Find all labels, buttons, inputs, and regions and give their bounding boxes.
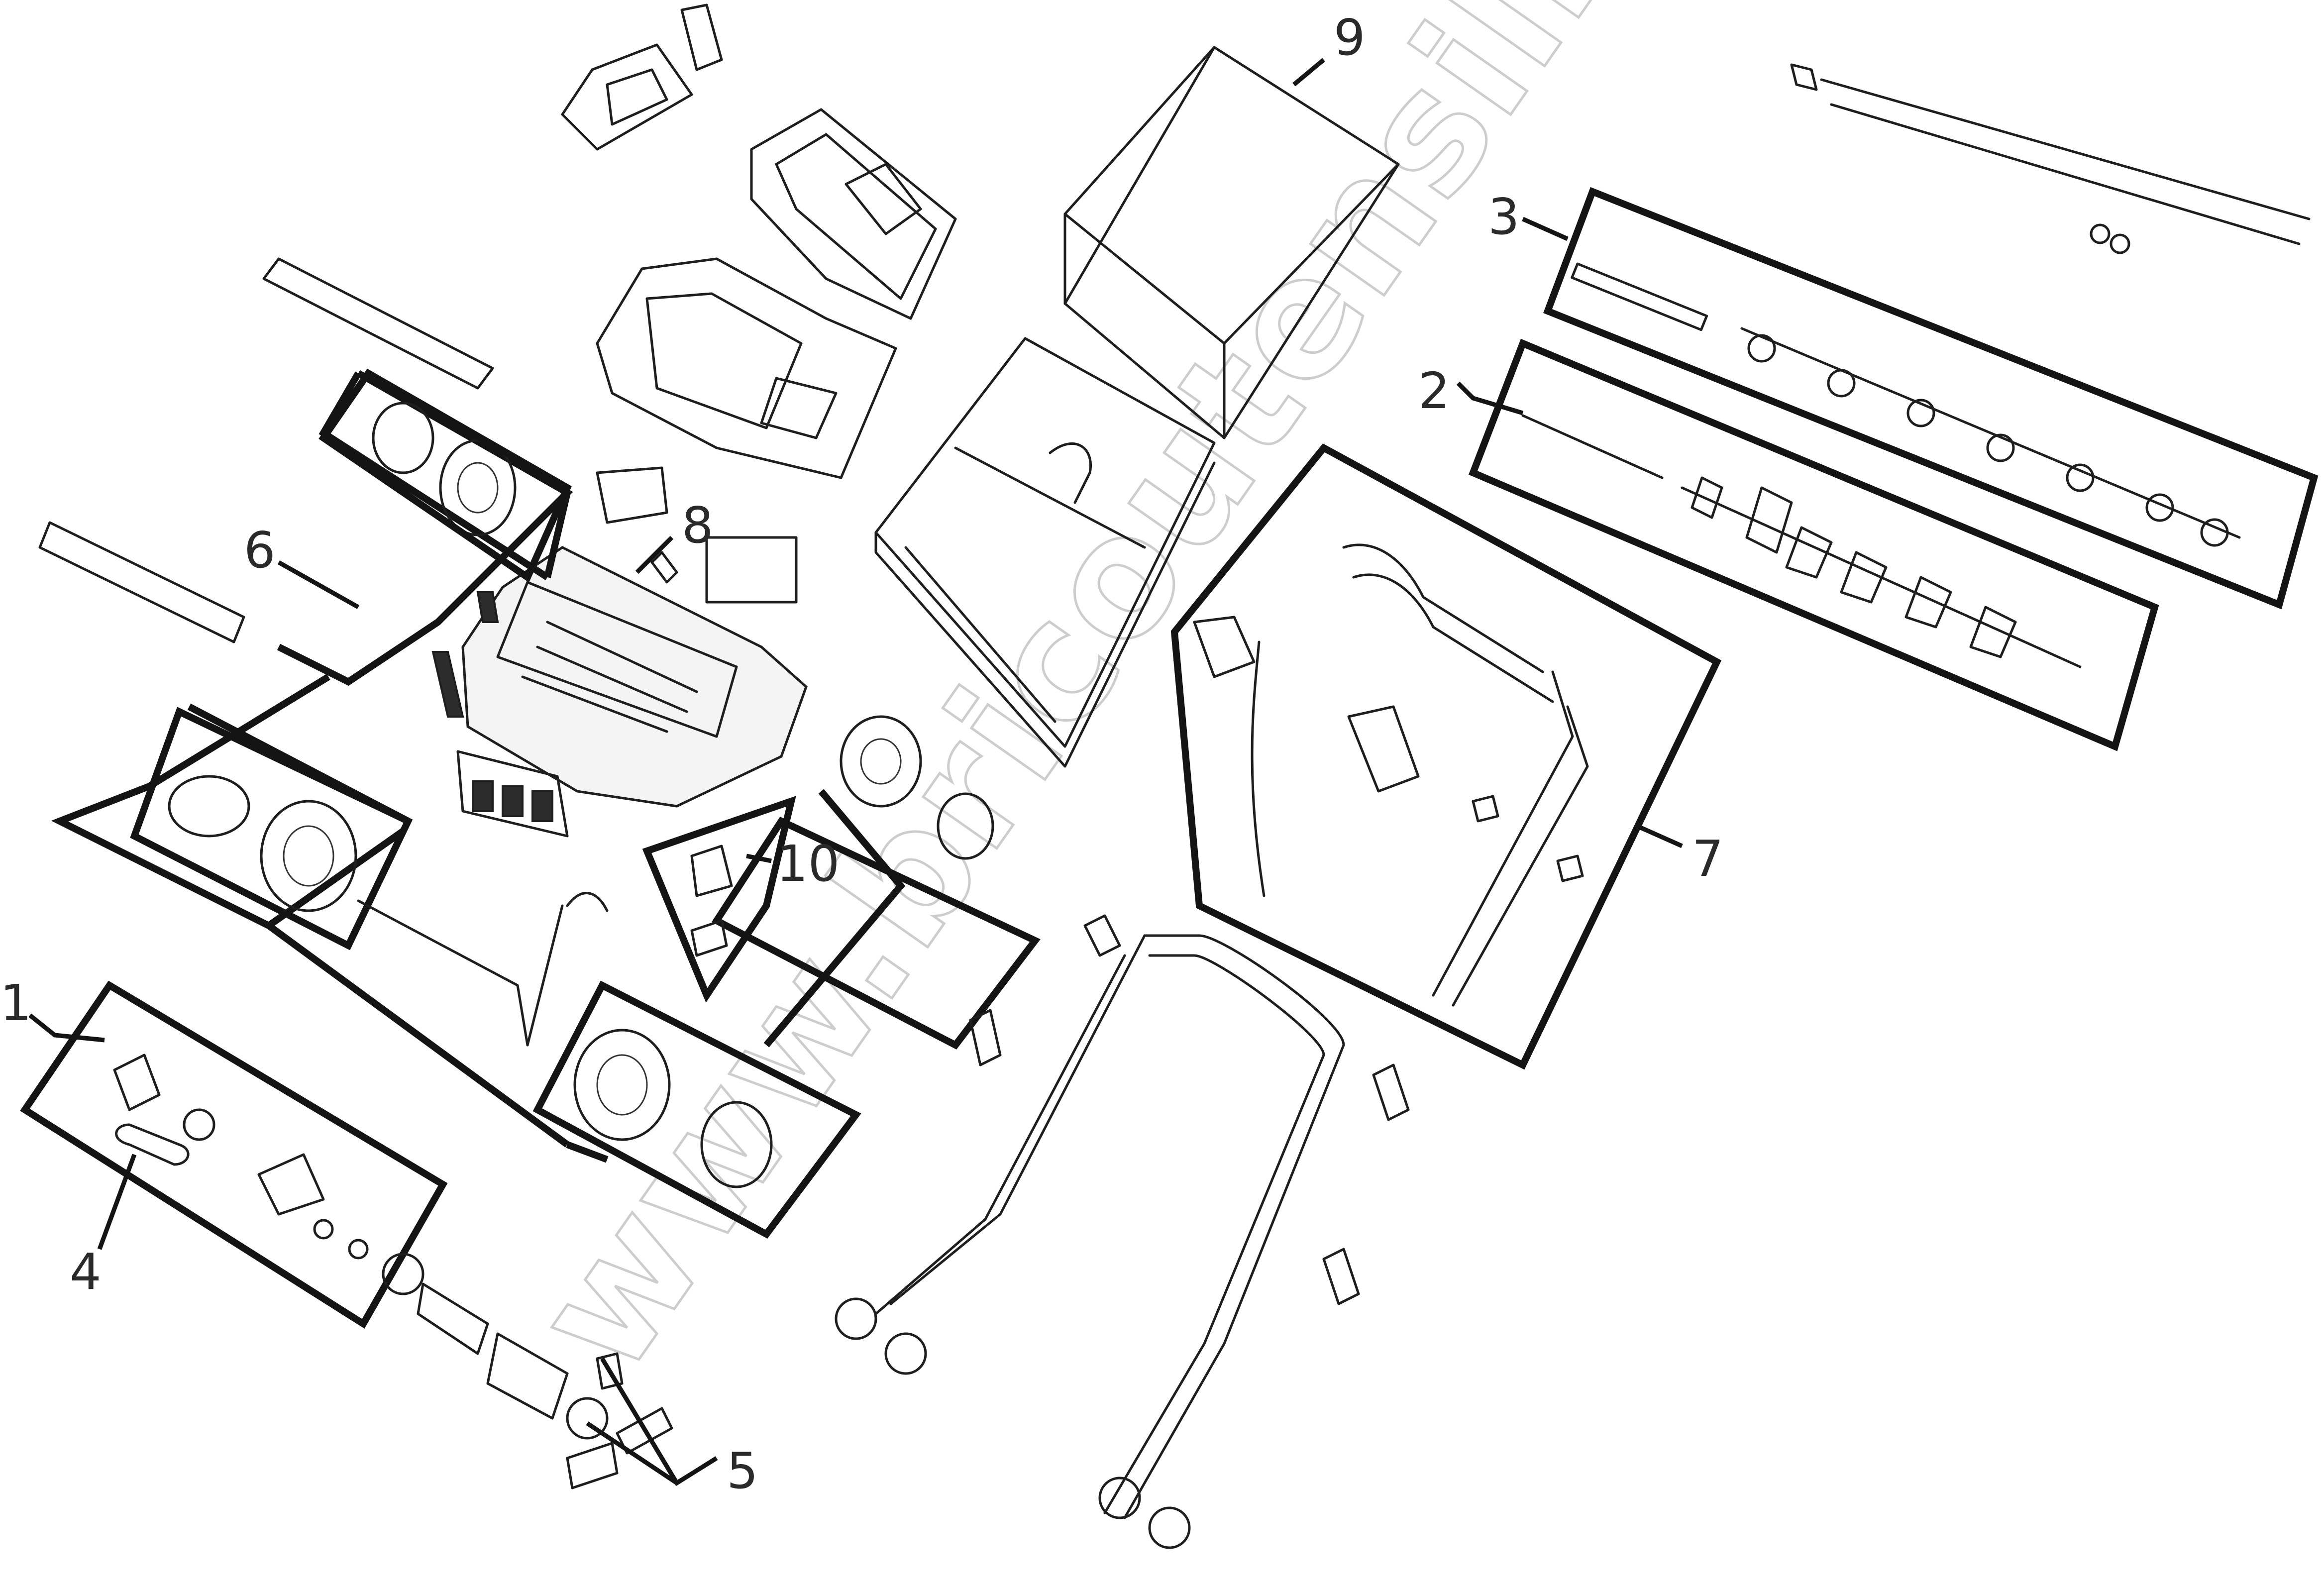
lower-handle-bars: [835, 914, 1410, 1549]
leader-9: [1292, 58, 1325, 87]
leader-8: [635, 535, 674, 574]
leader-7: [1636, 824, 1683, 848]
callout-6: 6: [244, 521, 276, 579]
leader-10: [746, 853, 772, 863]
callout-5: 5: [727, 1442, 758, 1500]
rear-flap: [38, 257, 494, 643]
grass-collection-bag: [1063, 46, 1400, 439]
callout-2: 2: [1418, 362, 1450, 420]
leader-4: [97, 1154, 137, 1250]
bag-frame: [874, 337, 1216, 768]
callout-10: 10: [776, 835, 840, 893]
wheel-mid-right: [840, 715, 994, 860]
leader-6: [277, 560, 360, 609]
motor-assembly: [382, 1253, 673, 1489]
callout-7: 7: [1692, 830, 1724, 888]
aerator-roller-group-2: [1469, 338, 2159, 751]
leader-5: [586, 1357, 718, 1486]
top-cover: [561, 3, 957, 479]
wheel-mid-left: [168, 775, 357, 912]
callout-1: 1: [0, 974, 32, 1032]
leader-3: [1522, 216, 1569, 241]
wheel-bottom: [573, 1029, 773, 1188]
height-lever-group-10: [642, 796, 796, 1003]
scarifier-roller-group-3: [1543, 187, 2319, 610]
rake-blade-set: [1790, 63, 2311, 254]
callout-labels: 1 2 3 4 5 6 7 8 9 10: [0, 8, 1724, 1500]
leader-2: [1456, 381, 1524, 416]
motor-belt-group-1: [20, 980, 448, 1329]
callout-4: 4: [70, 1243, 102, 1301]
switch-handle-group-7: [1170, 443, 1722, 1070]
main-deck: [431, 466, 808, 838]
wheel-top-left: [372, 402, 517, 536]
leader-lines: [28, 58, 1683, 1486]
wheel-bottom-frame: [130, 368, 1041, 1239]
leader-1: [28, 1013, 105, 1043]
safety-key: [650, 551, 678, 584]
callout-3: 3: [1488, 188, 1520, 246]
callout-9: 9: [1334, 8, 1366, 67]
callout-8: 8: [682, 496, 714, 554]
height-adjust-rod: [357, 892, 609, 1047]
